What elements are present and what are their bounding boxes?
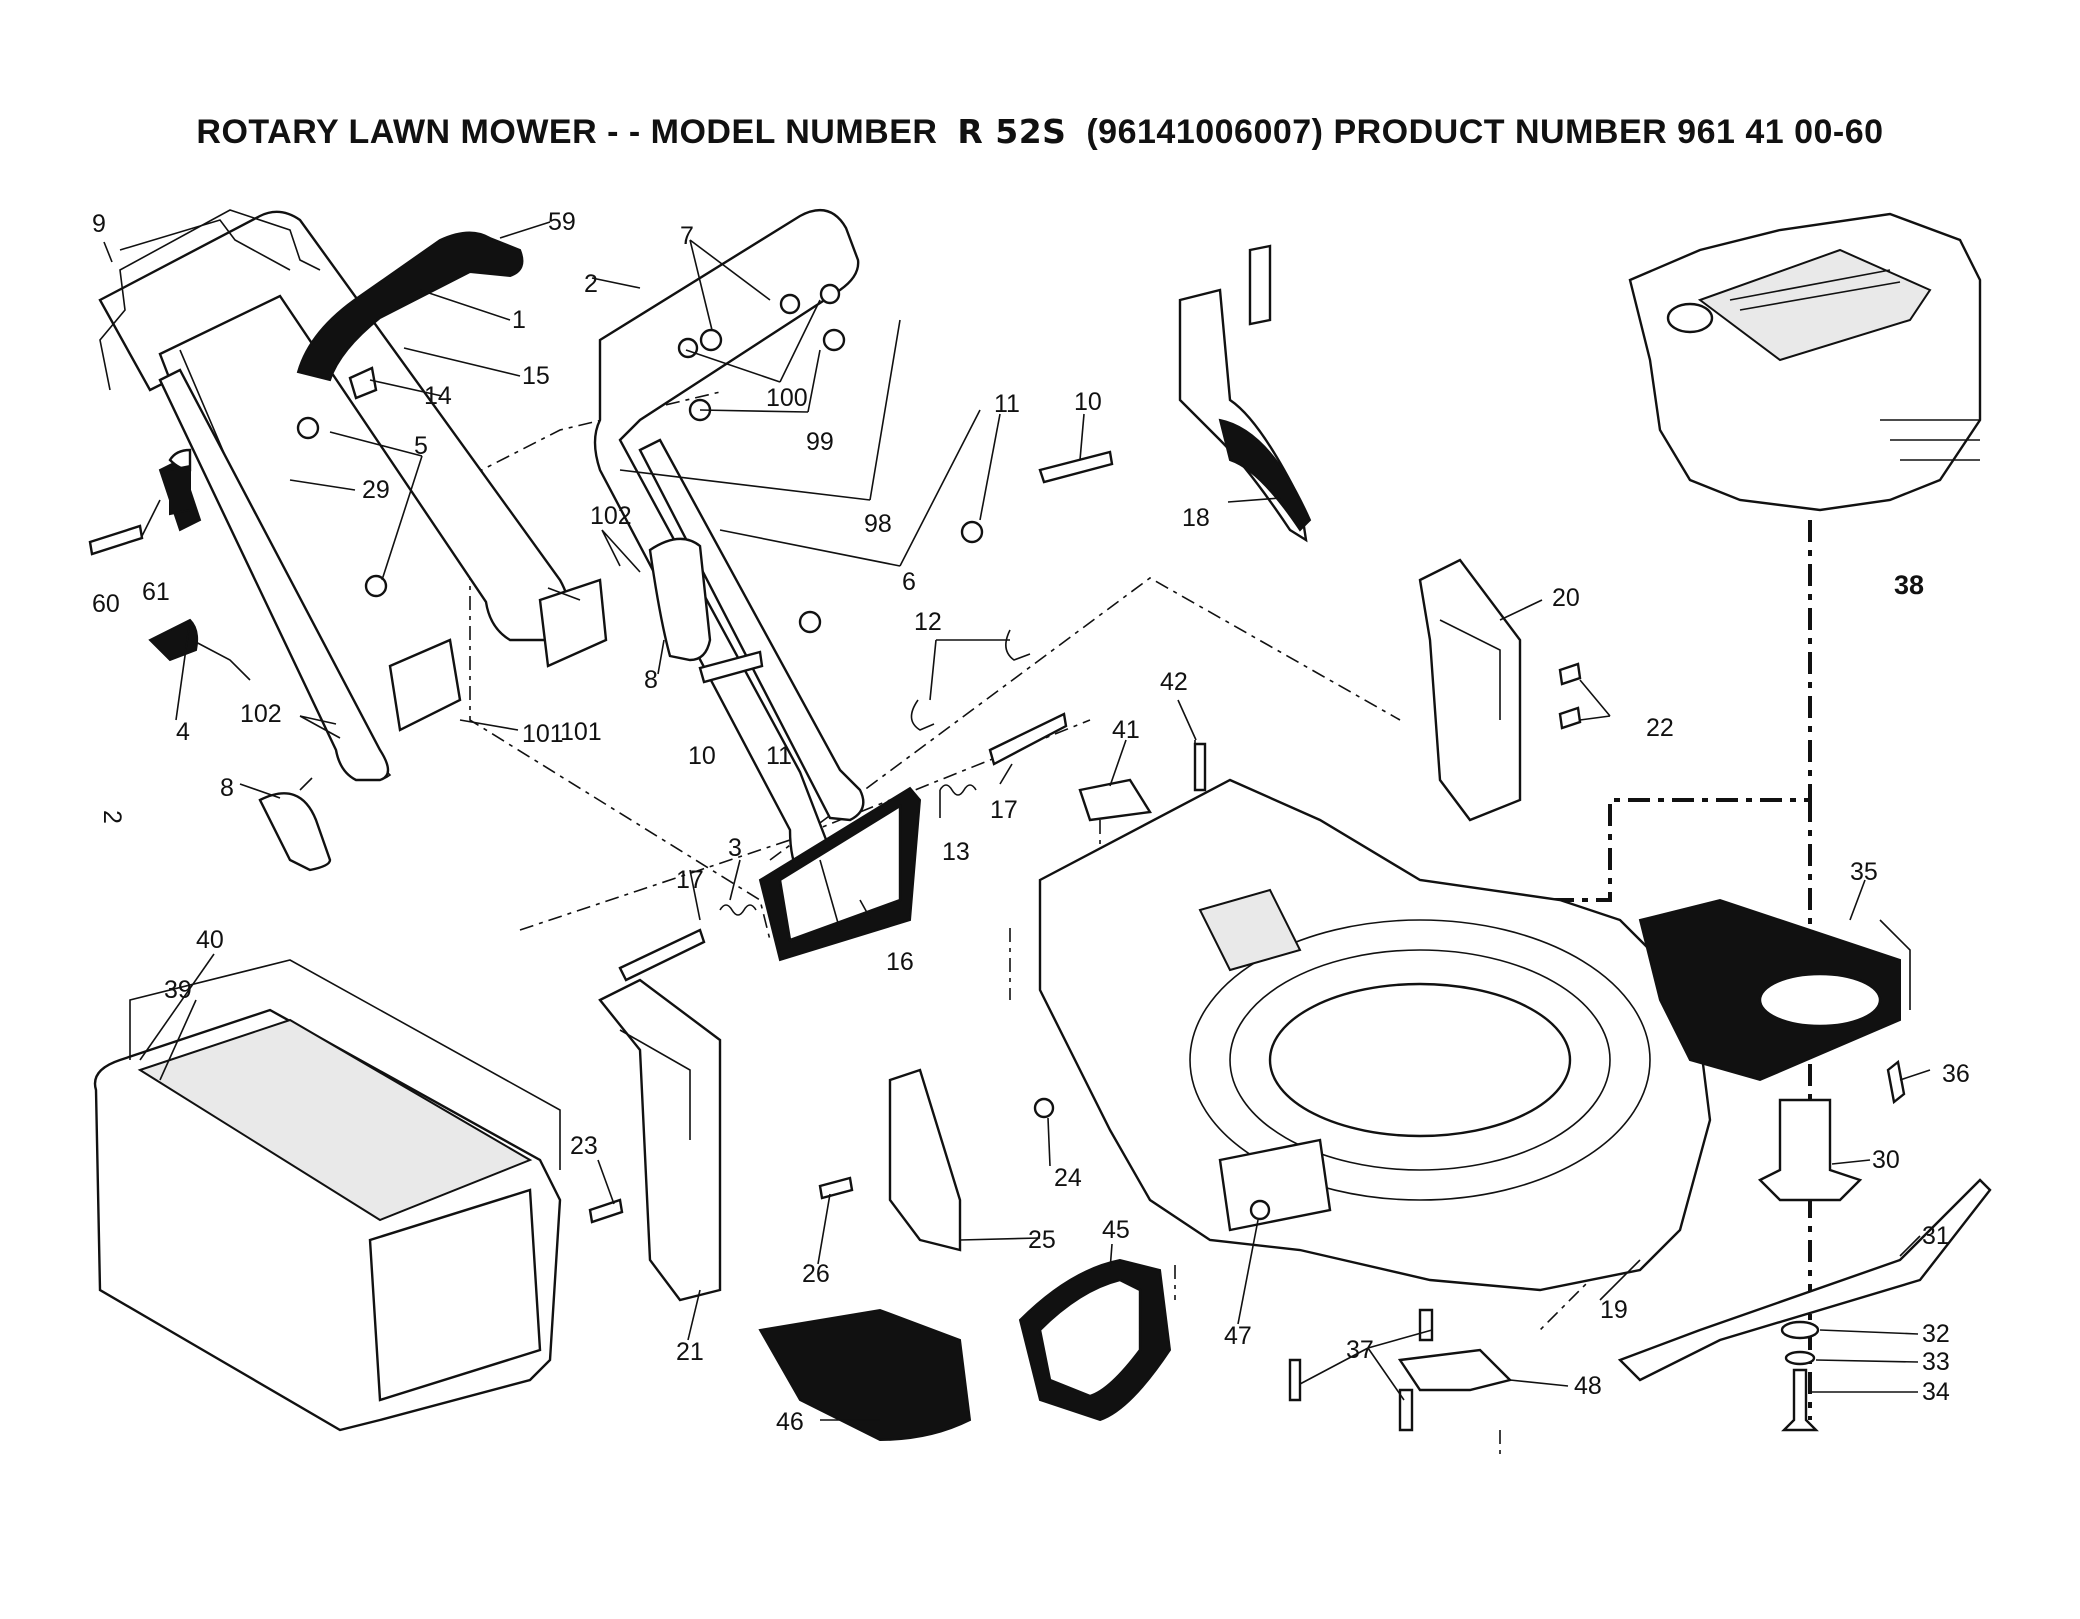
side-discharge-45: [1018, 1258, 1172, 1422]
callout-25: 25: [1028, 1226, 1056, 1254]
handle-lock-knob-8: [258, 777, 332, 872]
handle-lock-knob-8b: [648, 537, 712, 662]
hinge-rod-17: [618, 712, 1068, 982]
callout-42: 42: [1160, 668, 1188, 696]
callout-26: 26: [802, 1260, 830, 1288]
washers-32-33: [1780, 1320, 1820, 1366]
handle-grip-59: [296, 231, 524, 382]
callout-3: 3: [728, 834, 742, 862]
callout-18: 18: [1182, 504, 1210, 532]
wheel-bracket-48: [1397, 1348, 1513, 1392]
bracket-101: [388, 578, 608, 732]
callout-98: 98: [864, 510, 892, 538]
callout-45: 45: [1102, 1216, 1130, 1244]
callout-20: 20: [1552, 584, 1580, 612]
callout-17-lower: 17: [676, 866, 704, 894]
mulch-plug-18: [1178, 244, 1312, 543]
callout-36: 36: [1942, 1060, 1970, 1088]
callout-24: 24: [1054, 1164, 1082, 1192]
blade-bolt-34: [1781, 1368, 1819, 1432]
knob-4: [148, 618, 251, 681]
blade-bolt-36: [1886, 1059, 1906, 1105]
callout-40: 40: [196, 926, 224, 954]
upper-handle-right: [593, 208, 865, 882]
callout-37: 37: [1346, 1336, 1374, 1364]
callout-8-lower: 8: [220, 774, 234, 802]
callout-32: 32: [1922, 1320, 1950, 1348]
callout-22: 22: [1646, 714, 1674, 742]
deflector-25: [888, 1068, 962, 1252]
blade-31: [1617, 1178, 1992, 1382]
callout-labels: 9 59 1 15 14 5 29 60 61 4 102 102 101 10…: [92, 208, 1970, 1436]
title-product-number: (96141006007) PRODUCT NUMBER 961 41 00-6…: [1086, 113, 1884, 151]
callout-34: 34: [1922, 1378, 1950, 1406]
control-lever-61: [158, 448, 202, 532]
title-model-number: R 52S: [957, 112, 1067, 151]
callout-6: 6: [902, 568, 916, 596]
handle-wire-9: [99, 209, 321, 391]
callout-29: 29: [362, 476, 390, 504]
blade-adapter-30: [1757, 1098, 1863, 1202]
callout-16: 16: [886, 948, 914, 976]
springs-3-13: [719, 784, 977, 916]
upper-handle-left: [98, 210, 571, 782]
callout-8-upper: 8: [644, 666, 658, 694]
hitch-pins-12: [910, 629, 1031, 731]
callout-31: 31: [1922, 1222, 1950, 1250]
callout-4: 4: [176, 718, 190, 746]
callout-99: 99: [806, 428, 834, 456]
callout-35: 35: [1850, 858, 1878, 886]
page-marker: 2: [98, 810, 126, 824]
callout-10-lower: 10: [688, 742, 716, 770]
callout-39: 39: [164, 976, 192, 1004]
page-title: ROTARY LAWN MOWER - - MODEL NUMBER R 52S…: [0, 112, 2080, 152]
cable-clip-14: [348, 366, 378, 400]
callout-15: 15: [522, 362, 550, 390]
callout-48: 48: [1574, 1372, 1602, 1400]
handle-bolt-10: [698, 450, 1114, 684]
callout-100: 100: [766, 384, 808, 412]
callout-46: 46: [776, 1408, 804, 1436]
mulch-cover-46: [758, 1308, 972, 1442]
callout-60: 60: [92, 590, 120, 618]
callout-12: 12: [914, 608, 942, 636]
callout-13: 13: [942, 838, 970, 866]
callout-10-upper: 10: [1074, 388, 1102, 416]
callout-11-upper: 11: [994, 390, 1020, 418]
callout-2: 2: [584, 270, 598, 298]
callout-11-lower: 11: [766, 742, 792, 770]
fasteners: [88, 416, 1582, 1432]
callout-38: 38: [1894, 570, 1924, 600]
title-prefix: ROTARY LAWN MOWER - - MODEL NUMBER: [196, 113, 938, 151]
callout-19: 19: [1600, 1296, 1628, 1324]
callout-59: 59: [548, 208, 576, 236]
callout-33: 33: [1922, 1348, 1950, 1376]
callout-102-lower: 102: [240, 700, 282, 728]
rear-door-16: [758, 786, 922, 962]
height-adjuster-20: [1418, 558, 1522, 822]
callout-30: 30: [1872, 1146, 1900, 1174]
callout-17-upper: 17: [990, 796, 1018, 824]
height-adjuster-21: [598, 978, 722, 1302]
callout-7: 7: [680, 222, 694, 250]
callout-14: 14: [424, 382, 452, 410]
callout-101-right: 101: [560, 718, 602, 746]
engine-38: [1628, 212, 1982, 512]
callout-5: 5: [414, 432, 428, 460]
mower-deck-19: [1038, 778, 1712, 1292]
callout-9: 9: [92, 210, 106, 238]
callout-61: 61: [142, 578, 170, 606]
callout-47: 47: [1224, 1322, 1252, 1350]
callout-23: 23: [570, 1132, 598, 1160]
leader-lines: [103, 221, 1931, 1421]
callout-102-upper: 102: [590, 502, 632, 530]
callout-101-upper: 101: [522, 720, 564, 748]
baffle-41: [1078, 778, 1153, 822]
callout-1: 1: [512, 306, 526, 334]
blade-adapter-35: [1638, 898, 1911, 1082]
grass-bag-39-40: [93, 959, 562, 1432]
callout-21: 21: [676, 1338, 704, 1366]
callout-41: 41: [1112, 716, 1140, 744]
